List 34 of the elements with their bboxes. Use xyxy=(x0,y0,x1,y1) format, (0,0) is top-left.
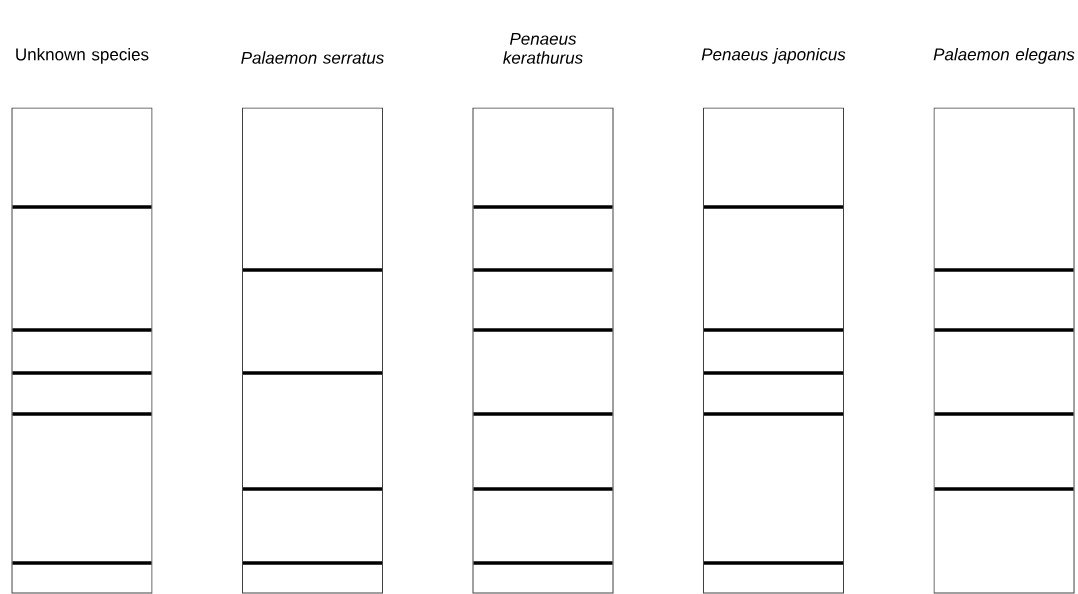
gel-band xyxy=(12,371,152,375)
gel-band xyxy=(473,205,613,209)
gel-band xyxy=(934,268,1074,272)
gel-band xyxy=(473,487,613,491)
gel-band xyxy=(934,412,1074,416)
gel-lane xyxy=(11,107,153,594)
gel-band xyxy=(12,561,152,565)
gel-band xyxy=(704,205,843,209)
gel-band xyxy=(473,561,613,565)
gel-band xyxy=(934,328,1074,332)
gel-band xyxy=(473,268,613,272)
gel-lane xyxy=(933,107,1075,594)
gel-lane xyxy=(472,107,614,594)
gel-band xyxy=(243,487,382,491)
gel-band xyxy=(934,487,1074,491)
gel-band xyxy=(704,328,843,332)
lane-label: Penaeus japonicus xyxy=(701,47,846,64)
gel-band xyxy=(12,412,152,416)
gel-band xyxy=(12,328,152,332)
gel-band xyxy=(243,268,382,272)
gel-band xyxy=(243,371,382,375)
lane-label: Penaeus kerathurus xyxy=(503,32,583,64)
lane-label: Palaemon serratus xyxy=(241,51,384,64)
gel-band xyxy=(704,371,843,375)
gel-band xyxy=(704,412,843,416)
lane-label: Palaemon elegans xyxy=(933,47,1075,64)
gel-band xyxy=(243,561,382,565)
gel-band xyxy=(12,205,152,209)
lane-label: Unknown species xyxy=(16,47,149,64)
gel-band xyxy=(473,412,613,416)
gel-band xyxy=(704,561,843,565)
gel-band xyxy=(473,328,613,332)
gel-lane xyxy=(242,107,383,594)
gel-lane xyxy=(703,107,844,594)
